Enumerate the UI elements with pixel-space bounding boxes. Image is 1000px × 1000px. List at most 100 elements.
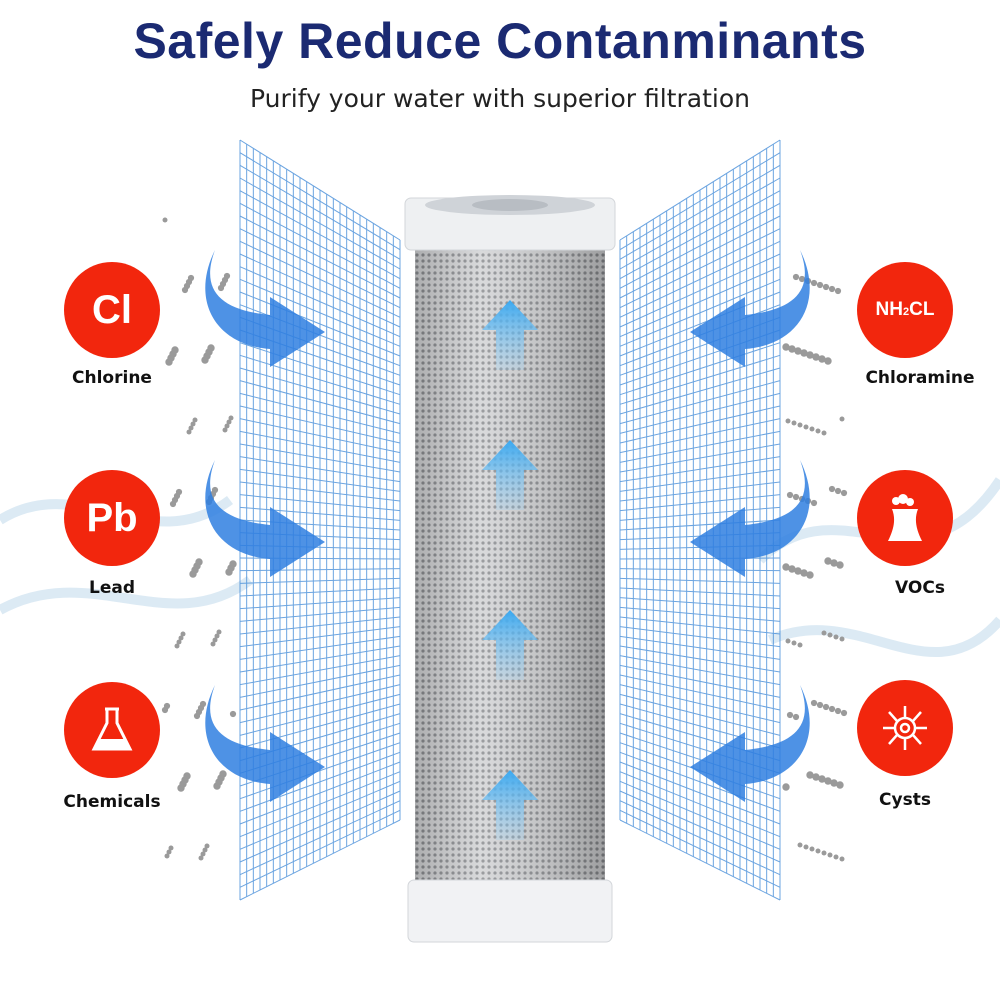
particle bbox=[810, 699, 818, 707]
particle bbox=[806, 351, 814, 359]
lead-label: Lead bbox=[88, 578, 135, 598]
particle bbox=[176, 639, 182, 645]
particle bbox=[797, 842, 803, 848]
particle bbox=[812, 353, 820, 361]
particle bbox=[228, 415, 234, 421]
flow-arrows bbox=[482, 300, 538, 840]
flask-icon bbox=[91, 707, 133, 751]
up-arrow-icon bbox=[482, 610, 538, 680]
particle bbox=[834, 487, 842, 495]
particle bbox=[821, 430, 827, 436]
particle bbox=[229, 560, 237, 568]
particle bbox=[791, 420, 797, 426]
particle bbox=[809, 426, 815, 432]
particle bbox=[822, 703, 830, 711]
mesh-panel bbox=[619, 139, 781, 901]
particle bbox=[830, 779, 838, 787]
particle bbox=[183, 772, 191, 780]
particle bbox=[839, 416, 845, 422]
chlorine-badge: Cl bbox=[64, 262, 160, 358]
particle bbox=[198, 855, 204, 861]
particle bbox=[794, 567, 802, 575]
particle bbox=[211, 486, 219, 494]
particle bbox=[195, 558, 203, 566]
particle bbox=[833, 634, 839, 640]
page-subtitle: Purify your water with superior filtrati… bbox=[250, 84, 750, 113]
particle bbox=[798, 275, 806, 283]
particle bbox=[188, 425, 194, 431]
particle bbox=[803, 424, 809, 430]
particle bbox=[204, 843, 210, 849]
particle bbox=[827, 852, 833, 858]
cyst-icon bbox=[883, 706, 927, 750]
up-arrow-icon bbox=[482, 300, 538, 370]
particle bbox=[840, 489, 848, 497]
particle bbox=[830, 559, 838, 567]
particle bbox=[827, 632, 833, 638]
particle bbox=[219, 770, 227, 778]
particle bbox=[815, 848, 821, 854]
cysts-badge bbox=[857, 680, 953, 776]
left-arrow-icon bbox=[690, 685, 810, 802]
particle bbox=[202, 847, 208, 853]
symbol-subscript: 2 bbox=[903, 306, 910, 318]
particle bbox=[782, 783, 790, 791]
particle bbox=[168, 845, 174, 851]
symbol-part: NH bbox=[875, 299, 903, 320]
particle bbox=[785, 638, 791, 644]
inflow-arrows bbox=[205, 250, 810, 802]
chlorine-label: Chlorine bbox=[72, 368, 152, 388]
particle bbox=[792, 273, 800, 281]
particle bbox=[797, 422, 803, 428]
particle bbox=[816, 701, 824, 709]
particle bbox=[833, 854, 839, 860]
particle bbox=[782, 563, 790, 571]
particle bbox=[788, 345, 796, 353]
chemicals-label: Chemicals bbox=[63, 792, 161, 812]
chloramine-badge: NH2CL bbox=[857, 262, 953, 358]
particle bbox=[187, 274, 195, 282]
particle bbox=[190, 421, 196, 427]
left-arrow-icon bbox=[690, 250, 810, 367]
particle bbox=[836, 561, 844, 569]
particle bbox=[840, 709, 848, 717]
chemicals-badge bbox=[64, 682, 160, 778]
up-arrow-icon bbox=[482, 770, 538, 840]
lead-symbol: Pb bbox=[86, 495, 138, 540]
particle bbox=[200, 851, 206, 857]
particle bbox=[815, 428, 821, 434]
particle bbox=[222, 427, 228, 433]
right-arrow-icon bbox=[205, 685, 325, 802]
particle bbox=[786, 491, 794, 499]
particle bbox=[782, 343, 790, 351]
particle bbox=[806, 571, 814, 579]
particle bbox=[178, 635, 184, 641]
lead-badge: Pb bbox=[64, 470, 160, 566]
particle bbox=[828, 485, 836, 493]
particle bbox=[800, 349, 808, 357]
right-arrow-icon bbox=[205, 460, 325, 577]
particle bbox=[229, 710, 237, 718]
particle bbox=[216, 629, 222, 635]
contaminant-particles bbox=[161, 217, 848, 862]
particle bbox=[785, 418, 791, 424]
particle bbox=[180, 631, 186, 637]
particle bbox=[821, 850, 827, 856]
particle bbox=[828, 705, 836, 713]
particle bbox=[812, 773, 820, 781]
particle bbox=[788, 565, 796, 573]
particle bbox=[834, 287, 842, 295]
particle bbox=[839, 636, 845, 642]
particle bbox=[791, 640, 797, 646]
vocs-badge bbox=[857, 470, 953, 566]
particle bbox=[839, 856, 845, 862]
particle bbox=[171, 346, 179, 354]
particle bbox=[797, 642, 803, 648]
symbol-part: CL bbox=[909, 299, 935, 320]
particle bbox=[164, 853, 170, 859]
particle bbox=[800, 569, 808, 577]
particle bbox=[803, 844, 809, 850]
chloramine-label: Chloramine bbox=[865, 368, 975, 388]
chlorine-symbol: Cl bbox=[92, 287, 132, 332]
